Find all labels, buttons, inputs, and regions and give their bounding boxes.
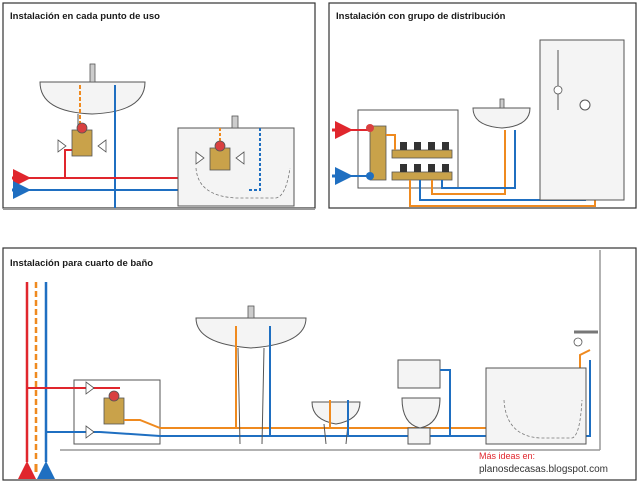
sink-icon — [39, 63, 146, 125]
sink-icon — [472, 98, 531, 129]
sink-icon — [195, 305, 307, 445]
credit-line-2[interactable]: planosdecasas.blogspot.com — [479, 464, 608, 475]
mixing-valve-icon — [85, 381, 125, 439]
shower-icon — [539, 39, 625, 201]
panel-title-point-of-use: Instalación en cada punto de uso — [10, 11, 160, 22]
toilet-icon — [397, 359, 441, 445]
panel-point-of-use: Instalación en cada punto de uso — [2, 2, 316, 210]
panel-frame — [2, 247, 637, 481]
panel-title-distribution: Instalación con grupo de distribución — [336, 11, 506, 22]
distribution-manifold-icon — [366, 124, 453, 181]
bathtub-icon — [177, 115, 295, 207]
panel-title-bathroom: Instalación para cuarto de baño — [10, 258, 153, 269]
bathtub-icon — [485, 367, 587, 445]
tub-mixing-valve-icon — [195, 140, 245, 171]
panel-distribution: Instalación con grupo de distribución — [328, 2, 637, 209]
mixing-valve-icon — [57, 122, 107, 157]
panel-bathroom: Instalación para cuarto de baño — [2, 247, 637, 481]
tub-faucet-icon — [573, 330, 598, 347]
credit-line-1: Más ideas en: — [479, 451, 535, 461]
